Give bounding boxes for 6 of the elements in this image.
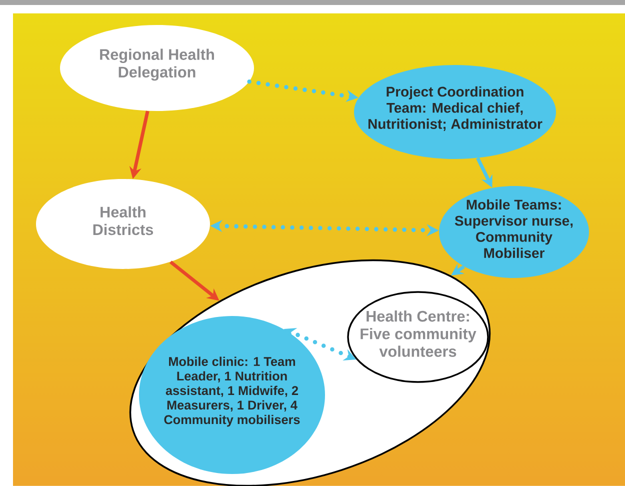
ellipse-node: Project Coordination Team: Medical chief, Nutritionist; Administrator	[354, 65, 556, 159]
ellipse-node: Regional Health Delegation	[60, 25, 254, 111]
ellipse-node: Health Districts	[36, 179, 210, 269]
ellipse-node: Health Centre: Five community volunteers	[347, 291, 489, 383]
ellipse-node: Mobile Teams: Supervisor nurse, Community Mobiliser	[439, 186, 589, 278]
ellipse-node: Mobile clinic: 1 Team Leader, 1 Nutrition assistant, 1 Midwife, 2 Measurers, 1 Driver, 4 Community mobilisers	[139, 316, 325, 474]
